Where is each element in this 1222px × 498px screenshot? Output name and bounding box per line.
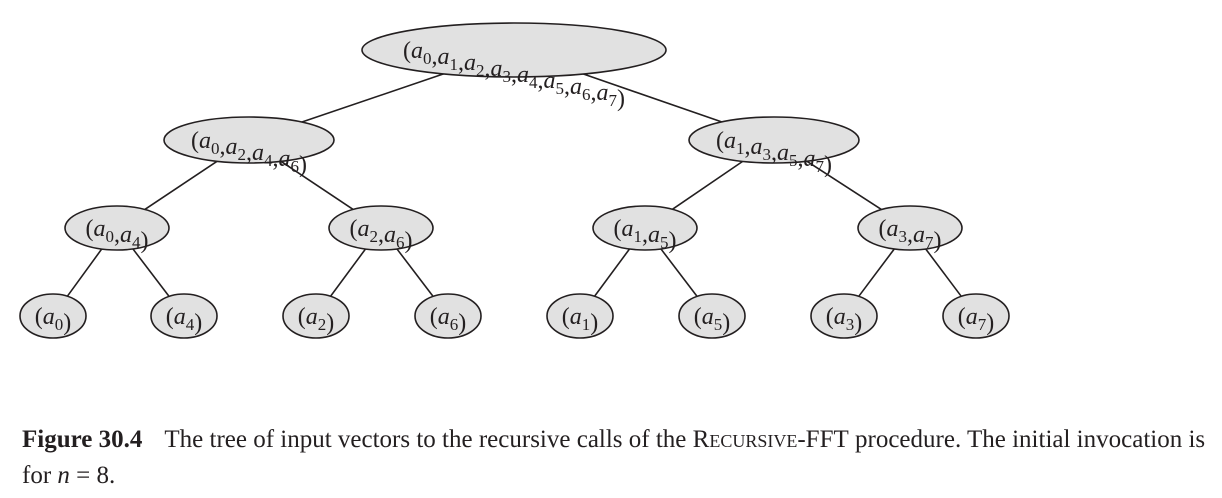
tree-node-root: (a0,a1,a2,a3,a4,a5,a6,a7) [361, 22, 667, 112]
tree-node-l7: (a7) [942, 293, 1010, 339]
tree-node-odd: (a1,a3,a5,a7) [688, 116, 860, 178]
caption-text-middle: procedure. The initial invocation is for [22, 426, 1206, 489]
node-ellipse [361, 22, 667, 78]
tree-nodes: (a0,a1,a2,a3,a4,a5,a6,a7) (a0,a2,a4,a6) (a… [19, 22, 1010, 339]
node-label: (a3,a7) [879, 216, 942, 254]
node-label: (a2,a6) [350, 216, 413, 254]
caption-equation: = 8. [69, 462, 116, 489]
node-ellipse [592, 205, 698, 251]
edge-n15-l1 [593, 248, 631, 297]
node-label: (a0,a2,a4,a6) [191, 128, 307, 178]
caption-text-before: The tree of input vectors to the recursi… [164, 426, 693, 453]
node-label: (a6) [430, 304, 467, 336]
edge-n26-l2 [329, 248, 367, 297]
node-ellipse [942, 293, 1010, 339]
edge-n37-l7 [925, 248, 962, 297]
edge-root-odd [583, 73, 722, 123]
procedure-name: Recursive-FFT [692, 426, 849, 453]
edge-n37-l3 [858, 248, 895, 297]
node-ellipse [414, 293, 482, 339]
node-label: (a3) [826, 304, 863, 336]
node-label: (a2) [298, 304, 335, 336]
node-ellipse [678, 293, 746, 339]
node-label: (a0,a4) [86, 216, 149, 254]
node-label: (a0,a1,a2,a3,a4,a5,a6,a7) [403, 38, 625, 112]
tree-node-l4: (a4) [150, 293, 218, 339]
edge-odd-n15 [671, 160, 744, 210]
tree-node-even: (a0,a2,a4,a6) [163, 116, 335, 178]
figure-caption: Figure 30.4 The tree of input vectors to … [22, 422, 1212, 494]
tree-node-l2: (a2) [282, 293, 350, 339]
node-label: (a7) [958, 304, 995, 336]
node-label: (a1) [562, 304, 599, 336]
variable-n: n [57, 462, 70, 489]
edge-n04-l0 [66, 248, 103, 297]
tree-node-n15: (a1,a5) [592, 205, 698, 254]
node-label: (a1,a3,a5,a7) [716, 128, 832, 178]
tree-node-l5: (a5) [678, 293, 746, 339]
node-ellipse [546, 293, 614, 339]
node-ellipse [64, 205, 170, 251]
node-label: (a0) [35, 304, 72, 336]
edge-n26-l6 [396, 248, 434, 297]
tree-node-n37: (a3,a7) [857, 205, 963, 254]
edge-odd-n37 [806, 160, 882, 211]
recursion-tree: (a0,a1,a2,a3,a4,a5,a6,a7) (a0,a2,a4,a6) (a… [19, 22, 1010, 339]
edge-n15-l5 [660, 248, 698, 297]
node-ellipse [163, 116, 335, 164]
node-label: (a5) [694, 304, 731, 336]
node-ellipse [328, 205, 434, 251]
edge-n04-l4 [132, 248, 170, 297]
figure-label: Figure 30.4 [22, 426, 143, 453]
tree-node-l3: (a3) [810, 293, 878, 339]
tree-edges [66, 73, 962, 297]
node-ellipse [150, 293, 218, 339]
tree-node-l6: (a6) [414, 293, 482, 339]
edge-even-n26 [280, 160, 354, 211]
tree-node-n26: (a2,a6) [328, 205, 434, 254]
tree-node-n04: (a0,a4) [64, 205, 170, 254]
node-ellipse [688, 116, 860, 164]
node-label: (a1,a5) [614, 216, 677, 254]
tree-node-l0: (a0) [19, 293, 87, 339]
edge-root-even [301, 73, 444, 123]
edge-even-n04 [144, 160, 218, 211]
tree-node-l1: (a1) [546, 293, 614, 339]
node-ellipse [857, 205, 963, 251]
node-label: (a4) [166, 304, 203, 336]
node-ellipse [19, 293, 87, 339]
node-ellipse [810, 293, 878, 339]
node-ellipse [282, 293, 350, 339]
